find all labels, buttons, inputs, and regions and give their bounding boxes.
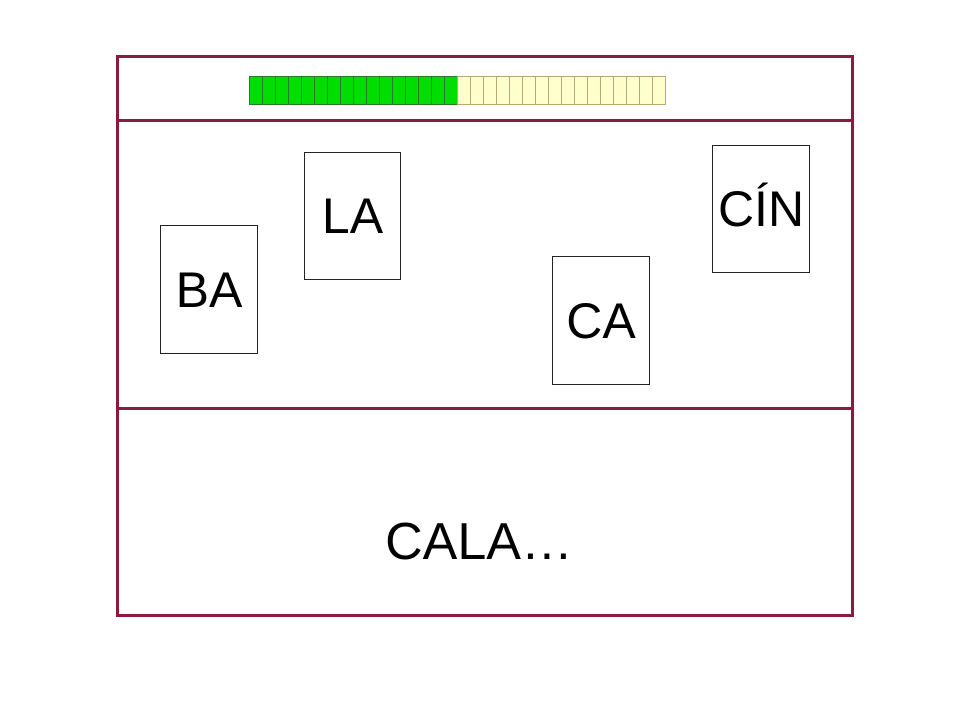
progress-segment-filled xyxy=(392,76,406,105)
progress-segment-empty xyxy=(600,76,614,105)
progress-segment-filled xyxy=(379,76,393,105)
syllable-card-label: CA xyxy=(566,292,636,349)
progress-segment-empty xyxy=(509,76,523,105)
progress-segment-filled xyxy=(353,76,367,105)
progress-segment-filled xyxy=(366,76,380,105)
progress-segment-filled xyxy=(249,76,263,105)
answer-panel xyxy=(116,407,854,617)
progress-segment-empty xyxy=(639,76,653,105)
progress-segment-filled xyxy=(262,76,276,105)
progress-segment-empty xyxy=(496,76,510,105)
progress-segment-empty xyxy=(626,76,640,105)
progress-segment-filled xyxy=(418,76,432,105)
progress-segment-filled xyxy=(275,76,289,105)
syllable-card-la[interactable]: LA xyxy=(304,152,401,280)
progress-segment-filled xyxy=(431,76,445,105)
progress-segment-empty xyxy=(522,76,536,105)
progress-segment-empty xyxy=(470,76,484,105)
progress-segment-empty xyxy=(483,76,497,105)
answer-text: CALA… xyxy=(385,513,573,571)
progress-segment-empty xyxy=(587,76,601,105)
progress-segment-empty xyxy=(574,76,588,105)
syllable-card-label: CÍN xyxy=(717,181,805,237)
progress-segment-empty xyxy=(548,76,562,105)
progress-segment-empty xyxy=(652,76,666,105)
progress-segment-empty xyxy=(613,76,627,105)
syllable-card-ca[interactable]: CA xyxy=(552,256,650,385)
syllable-card-label: LA xyxy=(321,188,384,244)
syllable-card-ba[interactable]: BA xyxy=(160,225,258,354)
progress-segment-filled xyxy=(444,76,458,105)
progress-bar xyxy=(249,76,666,105)
progress-segment-filled xyxy=(314,76,328,105)
progress-segment-filled xyxy=(301,76,315,105)
progress-segment-filled xyxy=(340,76,354,105)
progress-segment-filled xyxy=(327,76,341,105)
progress-segment-empty xyxy=(457,76,471,105)
progress-segment-empty xyxy=(561,76,575,105)
answer-area: CALA… xyxy=(116,512,854,572)
progress-segment-filled xyxy=(288,76,302,105)
syllable-card-cin[interactable]: CÍN xyxy=(712,145,810,273)
syllable-card-label: BA xyxy=(175,261,243,318)
progress-segment-empty xyxy=(535,76,549,105)
progress-segment-filled xyxy=(405,76,419,105)
